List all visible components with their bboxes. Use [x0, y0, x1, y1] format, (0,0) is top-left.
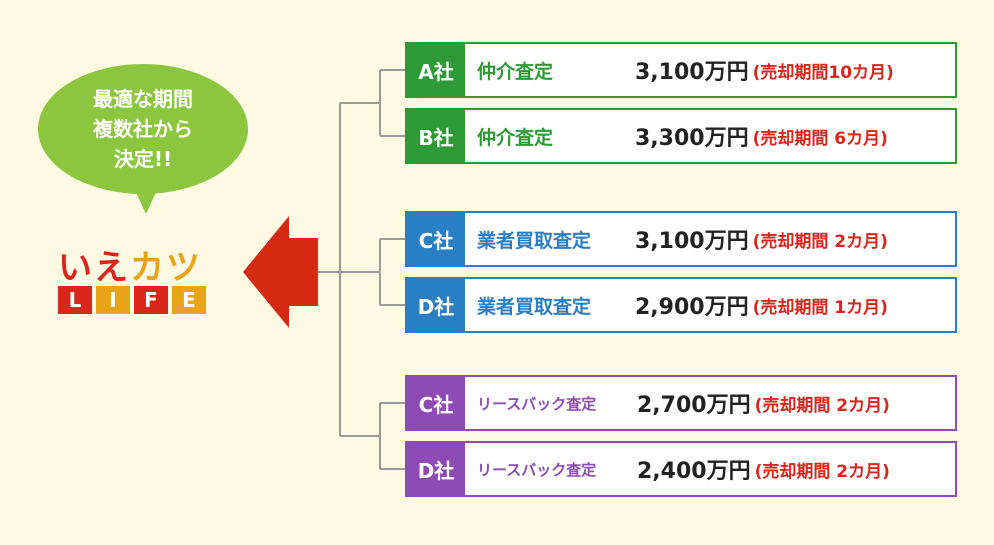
assessment-row: C社業者買取査定 3,100万円(売却期間 2カ月) [405, 211, 957, 267]
company-tag: D社 [407, 443, 465, 495]
price-value: 3,100万円 [635, 229, 749, 254]
company-tag: C社 [407, 377, 465, 429]
assessment-type: リースバック査定 [477, 460, 597, 479]
logo-char: い [58, 248, 94, 288]
assessment-row: D社業者買取査定 2,900万円(売却期間 1カ月) [405, 277, 957, 333]
sale-period: (売却期間10カ月) [752, 62, 894, 83]
tree-connectors [318, 69, 405, 470]
speech-bubble: 最適な期間 複数社から 決定!! [38, 64, 248, 214]
left-arrow-icon [243, 216, 318, 328]
logo-life-letter: L [58, 286, 92, 314]
assessment-row: A社仲介査定 3,100万円(売却期間10カ月) [405, 42, 957, 98]
sale-period: (売却期間 2カ月) [752, 231, 888, 252]
company-tag: B社 [407, 110, 465, 162]
logo-life-letter: F [134, 286, 168, 314]
sale-period: (売却期間 2カ月) [754, 395, 890, 416]
assessment-row: B社仲介査定 3,300万円(売却期間 6カ月) [405, 108, 957, 164]
price-value: 3,100万円 [635, 60, 749, 85]
bubble-line-3: 決定!! [113, 147, 173, 171]
company-tag: D社 [407, 279, 465, 331]
company-tag: A社 [407, 44, 465, 96]
sale-period: (売却期間 6カ月) [752, 128, 888, 149]
price-value: 2,700万円 [637, 393, 751, 418]
assessment-type: 仲介査定 [477, 126, 554, 149]
assessment-type: 仲介査定 [477, 60, 554, 83]
assessment-type: リースバック査定 [477, 394, 597, 413]
logo-char: カ [130, 248, 166, 288]
assessment-type: 業者買取査定 [477, 229, 592, 252]
logo-life-letter: E [172, 286, 206, 314]
sale-period: (売却期間 2カ月) [754, 461, 890, 482]
logo-life-letter: I [96, 286, 130, 314]
price-value: 2,400万円 [637, 459, 751, 484]
logo-life: L I F E [58, 286, 206, 314]
price-value: 3,300万円 [635, 126, 749, 151]
assessment-row: D社リースバック査定 2,400万円(売却期間 2カ月) [405, 441, 957, 497]
bubble-line-2: 複数社から [93, 117, 193, 141]
bubble-line-1: 最適な期間 [93, 87, 193, 111]
company-tag: C社 [407, 213, 465, 265]
logo-text: いえカツ [58, 240, 202, 289]
price-value: 2,900万円 [635, 295, 749, 320]
sale-period: (売却期間 1カ月) [752, 297, 888, 318]
logo-char: え [94, 248, 130, 288]
assessment-row: C社リースバック査定 2,700万円(売却期間 2カ月) [405, 375, 957, 431]
assessment-type: 業者買取査定 [477, 295, 592, 318]
logo-char: ツ [166, 248, 202, 288]
